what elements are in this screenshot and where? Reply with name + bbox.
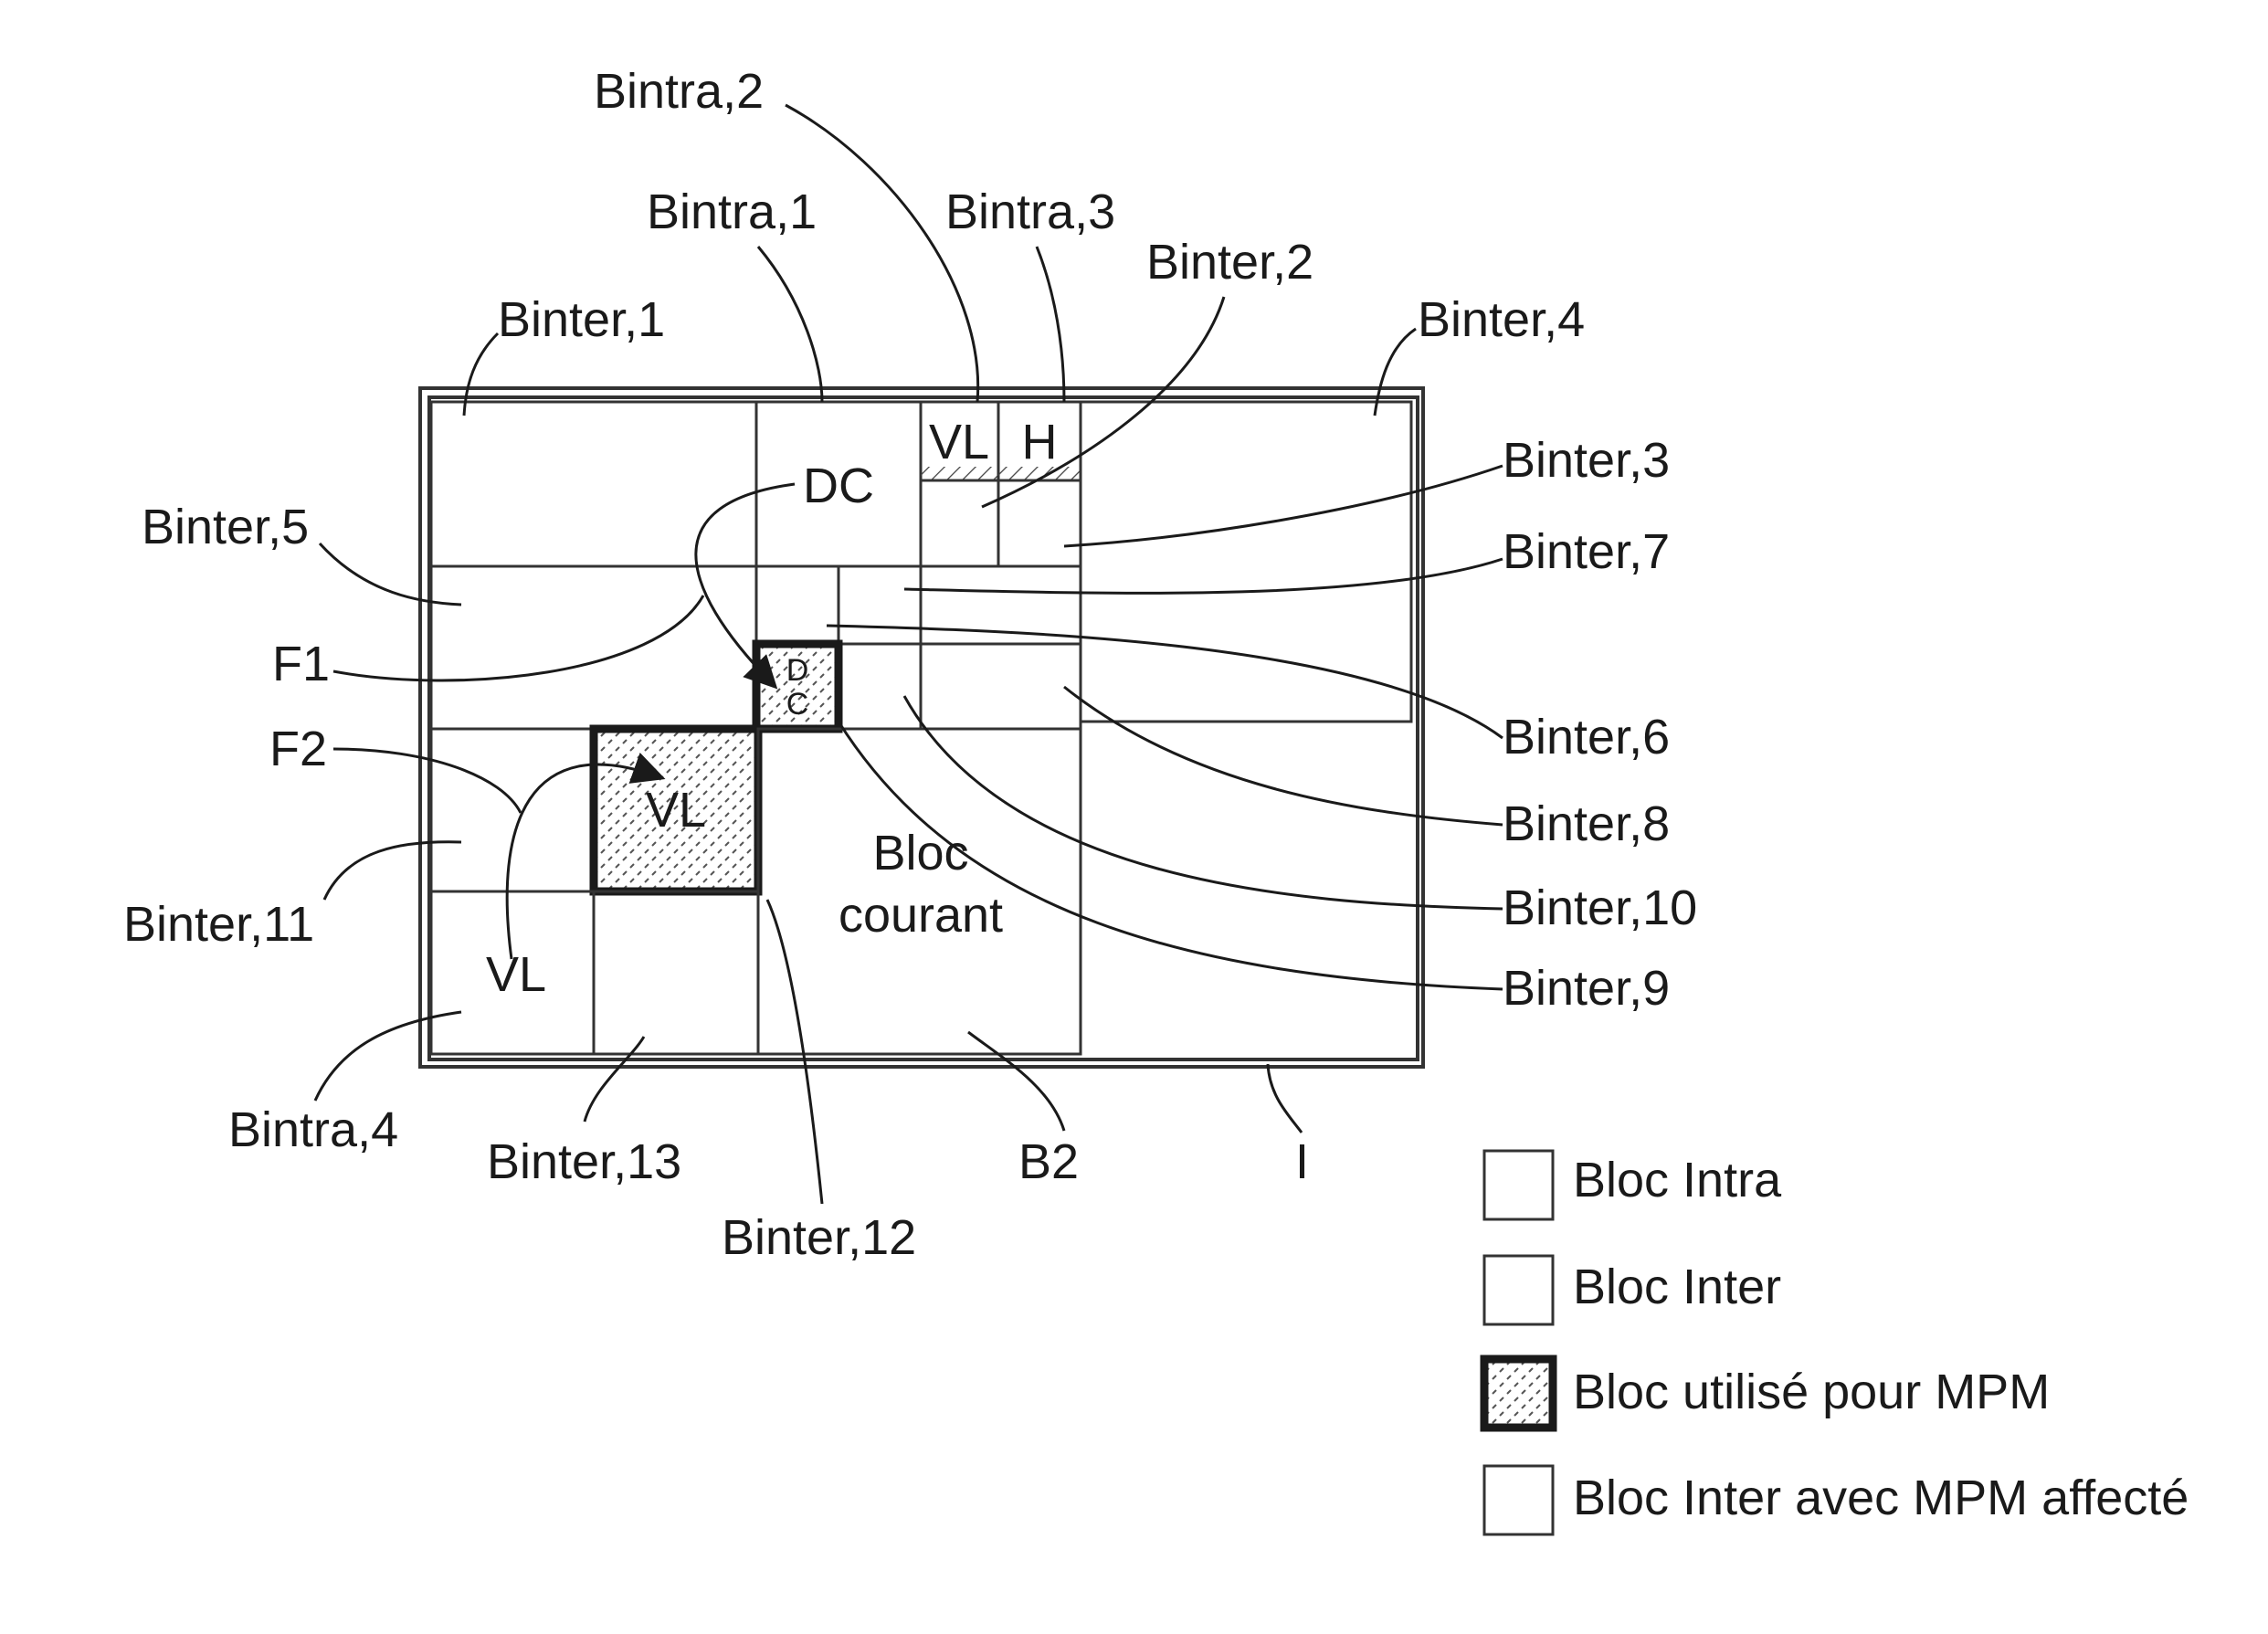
- block-binter-8: [921, 644, 1081, 729]
- legend-swatch-used-fill: [1484, 1359, 1553, 1428]
- vl-label-mid: VL: [646, 783, 706, 838]
- leader-f2: [333, 749, 521, 813]
- leader-binter-8: [1064, 687, 1503, 825]
- dc-label-top: DC: [803, 459, 874, 513]
- block-binter-1: [431, 402, 756, 566]
- callout-binter-9: Binter,9: [1503, 961, 1670, 1016]
- vl-label-top: VL: [929, 415, 989, 469]
- callout-bintra-3: Bintra,3: [945, 184, 1115, 239]
- vl-label-bottom: VL: [486, 947, 546, 1002]
- current-block-label-1: Bloc: [872, 826, 968, 880]
- callout-f1: F1: [272, 637, 330, 691]
- callout-binter-11: Binter,11: [123, 897, 314, 952]
- block-binter-2: [921, 480, 998, 566]
- callout-f2: F2: [269, 722, 327, 776]
- block-binter-7-left: [839, 566, 921, 644]
- leader-f1: [333, 596, 703, 680]
- legend-label-inter-mpm: Bloc Inter avec MPM affecté: [1573, 1471, 2189, 1525]
- callout-binter-12: Binter,12: [722, 1210, 916, 1265]
- callout-b2: B2: [1018, 1134, 1079, 1189]
- block-binter-6: [839, 644, 921, 729]
- block-binter-11: [431, 729, 594, 891]
- legend: Bloc Intra Bloc Inter Bloc utilisé pour …: [1484, 1151, 2189, 1534]
- callout-binter-1: Binter,1: [498, 292, 665, 347]
- callout-binter-5: Binter,5: [142, 500, 309, 554]
- callout-binter-10: Binter,10: [1503, 880, 1697, 935]
- legend-label-inter: Bloc Inter: [1573, 1260, 1781, 1314]
- leader-bintra-4: [315, 1012, 461, 1101]
- callout-binter-3: Binter,3: [1503, 433, 1670, 488]
- block-small-inter: [756, 566, 839, 644]
- legend-label-used-mpm: Bloc utilisé pour MPM: [1573, 1365, 2050, 1419]
- leader-binter-12: [767, 900, 822, 1204]
- legend-swatch-intra: [1484, 1151, 1553, 1219]
- block-binter-13: [594, 891, 758, 1054]
- callout-binter-2: Binter,2: [1146, 235, 1313, 290]
- callout-binter-13: Binter,13: [487, 1134, 681, 1189]
- callout-binter-6: Binter,6: [1503, 710, 1670, 764]
- callout-bintra-2: Bintra,2: [594, 64, 764, 119]
- callout-binter-4: Binter,4: [1418, 292, 1585, 347]
- current-block-label-2: courant: [839, 888, 1003, 943]
- block-binter-5: [431, 566, 756, 729]
- block-binter-4: [1081, 402, 1411, 722]
- callout-bintra-4: Bintra,4: [228, 1102, 398, 1157]
- leader-bintra-1: [758, 247, 822, 402]
- legend-swatch-inter: [1484, 1256, 1553, 1324]
- leader-bintra-3: [1037, 247, 1064, 402]
- leader-binter-3: [1064, 466, 1503, 546]
- dc-small-c: C: [786, 687, 809, 722]
- dc-small-d: D: [786, 653, 809, 688]
- callout-binter-7: Binter,7: [1503, 524, 1670, 579]
- leader-binter-5: [320, 543, 461, 605]
- h-label-top: H: [1022, 415, 1058, 469]
- leader-b2: [968, 1032, 1064, 1131]
- callout-bintra-1: Bintra,1: [647, 184, 817, 239]
- leader-binter-7: [904, 559, 1503, 593]
- legend-swatch-inter-mpm: [1484, 1466, 1553, 1534]
- leader-i: [1268, 1064, 1302, 1133]
- legend-label-intra: Bloc Intra: [1573, 1153, 1782, 1207]
- callout-i: I: [1295, 1134, 1309, 1189]
- callout-binter-8: Binter,8: [1503, 796, 1670, 851]
